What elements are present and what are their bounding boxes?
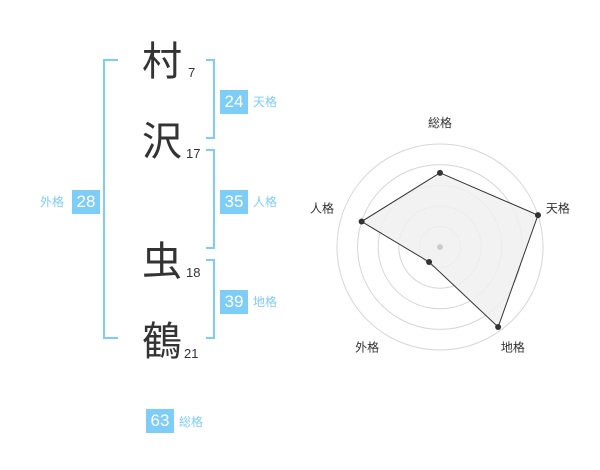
radar-point-0 xyxy=(437,169,443,176)
radar-points xyxy=(358,169,541,330)
tenkaku-label: 天格 xyxy=(253,95,278,109)
radar-axis-label-3: 外格 xyxy=(355,339,379,354)
radar-point-3 xyxy=(426,258,433,265)
radar-axis-label-4: 人格 xyxy=(310,201,334,216)
jinkaku-bracket xyxy=(206,149,215,249)
name-char-3: 虫 xyxy=(142,239,182,285)
name-char-4: 鶴 xyxy=(142,319,182,365)
name-char-1: 村 xyxy=(142,39,182,85)
name-char-2: 沢 xyxy=(142,119,182,165)
radar-center-dot xyxy=(437,244,443,250)
stroke-count-4: 21 xyxy=(184,346,199,361)
gaikaku-label: 外格 xyxy=(40,195,65,209)
radar-point-1 xyxy=(534,212,541,219)
jinkaku-badge: 35 xyxy=(220,190,248,214)
stroke-count-2: 17 xyxy=(186,146,201,161)
gaikaku-badge: 28 xyxy=(72,190,100,214)
radar-axis-label-2: 地格 xyxy=(501,339,525,354)
chikaku-badge: 39 xyxy=(220,290,248,314)
chikaku-bracket xyxy=(206,259,215,339)
soukaku-label: 総格 xyxy=(179,415,204,429)
stroke-count-3: 18 xyxy=(186,265,201,280)
stroke-count-1: 7 xyxy=(188,65,196,80)
tenkaku-bracket xyxy=(206,59,215,139)
tenkaku-badge: 24 xyxy=(220,90,248,114)
radar-polygon xyxy=(360,172,539,328)
soukaku-badge: 63 xyxy=(146,409,174,433)
jinkaku-label: 人格 xyxy=(253,195,278,209)
radar-point-2 xyxy=(495,323,502,330)
chikaku-label: 地格 xyxy=(253,295,278,309)
gaikaku-bracket xyxy=(103,59,118,339)
radar-ring-5 xyxy=(336,143,544,351)
radar-axis-label-0: 総格 xyxy=(428,115,452,130)
radar-point-4 xyxy=(358,218,365,225)
radar-axis-label-1: 天格 xyxy=(546,201,570,216)
